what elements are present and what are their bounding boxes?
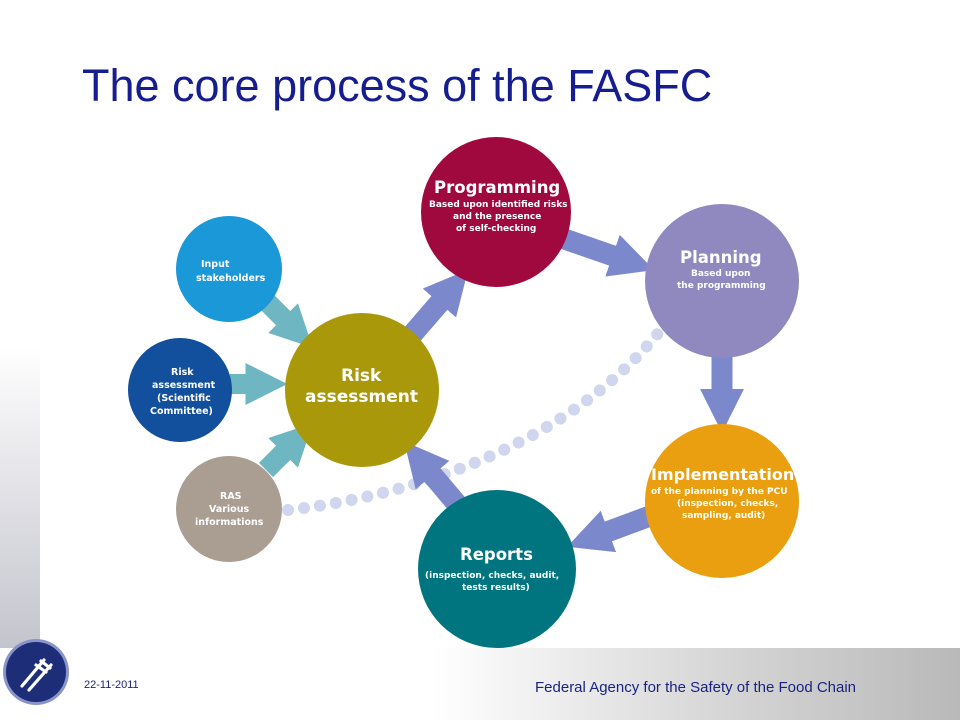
node-scientific-committee: Risk assessment (Scientific Committee) <box>128 338 232 442</box>
input-stakeholders-line2: stakeholders <box>196 273 266 284</box>
committee-line2: assessment <box>152 380 216 391</box>
programming-line2: and the presence <box>453 212 541 222</box>
implementation-line2: (inspection, checks, <box>677 499 778 509</box>
implementation-title: Implementation <box>651 465 794 484</box>
planning-title: Planning <box>680 248 762 267</box>
ras-line3: informations <box>195 517 264 528</box>
node-risk-assessment: Risk assessment <box>285 313 439 467</box>
arrow-stakeholders-to-risk <box>258 293 313 348</box>
committee-line1: Risk <box>171 367 194 378</box>
input-stakeholders-line1: Input <box>201 259 230 270</box>
implementation-line1: of the planning by the PCU <box>651 487 788 497</box>
programming-line3: of self-checking <box>456 224 536 234</box>
implementation-line3: sampling, audit) <box>682 511 765 521</box>
fasfc-logo <box>3 639 69 705</box>
node-ras: RAS Various informations <box>176 456 282 562</box>
node-programming: Programming Based upon identified risks … <box>421 137 571 287</box>
ras-line1: RAS <box>220 491 242 502</box>
reports-line1: (inspection, checks, audit, <box>425 571 559 581</box>
footer-agency-name: Federal Agency for the Safety of the Foo… <box>535 679 857 696</box>
footer-date: 22-11-2011 <box>84 679 139 691</box>
planning-line2: the programming <box>677 281 766 291</box>
node-input-stakeholders: Input stakeholders <box>176 216 282 322</box>
bottom-gradient-band <box>0 648 960 720</box>
programming-line1: Based upon identified risks <box>429 200 568 210</box>
risk-assessment-line2: assessment <box>305 387 418 407</box>
arrow-ras-to-risk <box>258 423 313 478</box>
arrow-implementation-to-reports <box>567 505 661 553</box>
planning-line1: Based upon <box>691 269 750 279</box>
reports-title: Reports <box>460 545 533 564</box>
reports-line2: tests results) <box>462 583 530 593</box>
feedback-dotted-arc <box>282 312 676 516</box>
arrow-risk-to-programming <box>399 269 469 348</box>
committee-line3: (Scientific <box>157 393 211 404</box>
page-title: The core process of the FASFC <box>82 60 713 111</box>
committee-line4: Committee) <box>150 406 213 417</box>
ras-line2: Various <box>209 504 249 515</box>
left-gradient-band <box>0 0 40 720</box>
node-implementation: Implementation of the planning by the PC… <box>645 424 799 578</box>
node-planning: Planning Based upon the programming <box>645 204 799 358</box>
risk-assessment-line1: Risk <box>341 366 382 386</box>
node-reports: Reports (inspection, checks, audit, test… <box>418 490 576 648</box>
programming-title: Programming <box>434 178 560 197</box>
